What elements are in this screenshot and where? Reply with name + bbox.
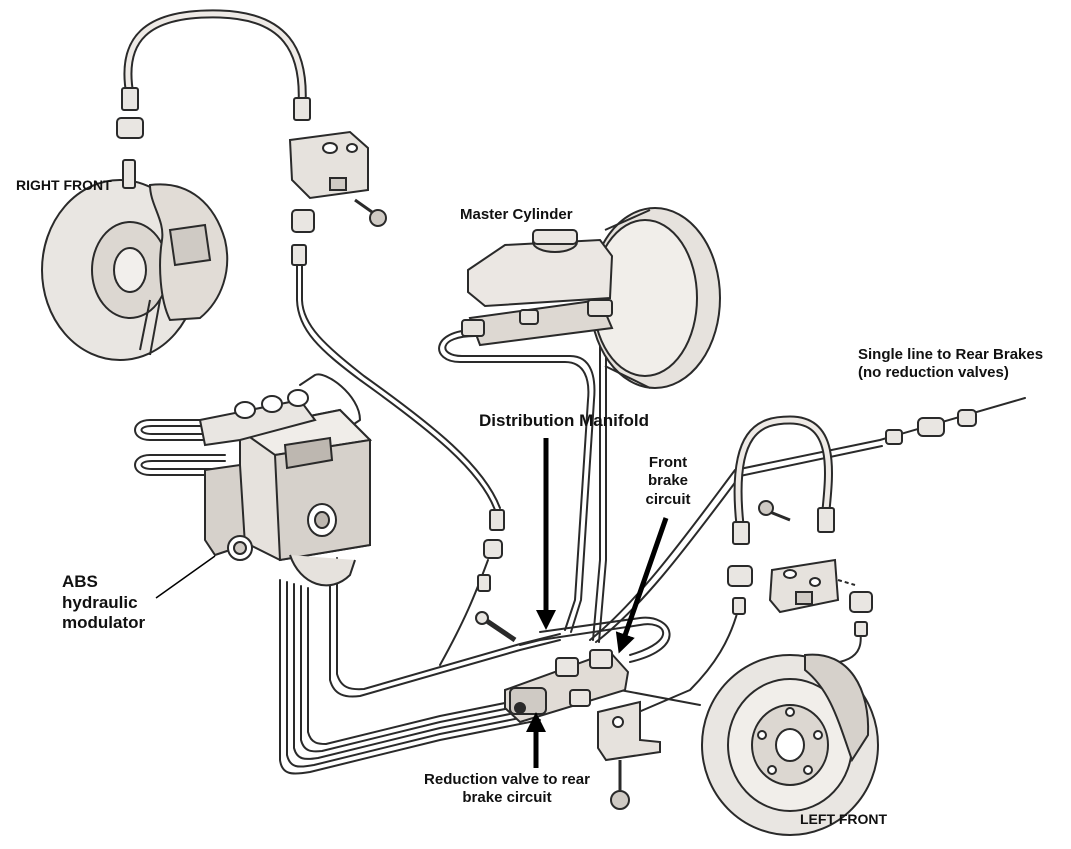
- abs-left-loops: [134, 373, 361, 476]
- label-front-brake-circuit: Front brake circuit: [645, 454, 691, 508]
- leader-abs-modulator: [155, 555, 216, 599]
- label-single-line-rear: Single line to Rear Brakes (no reduction…: [858, 346, 1044, 382]
- line-to-manifold: [439, 559, 489, 666]
- left-front-line-a: [619, 609, 739, 721]
- brake-booster: [589, 207, 721, 389]
- right-front-main-line: [296, 249, 496, 511]
- master-line-1: [438, 329, 590, 631]
- abs-modulator: [198, 389, 373, 587]
- left-front-hose-inner: [735, 417, 831, 528]
- rear-line-fittings: [885, 409, 977, 445]
- front-circuit-line: [519, 623, 665, 656]
- label-reduction-valve: Reduction valve to rear brake circuit: [424, 771, 590, 807]
- manifold-to-bracket: [619, 689, 701, 706]
- distribution-manifold: [475, 611, 630, 724]
- callouts: [155, 438, 669, 768]
- line-fittings-mid: [477, 509, 505, 592]
- label-distribution-manifold: Distribution Manifold: [479, 411, 649, 430]
- brake-lines: [84, 9, 1026, 775]
- master-line-4: [598, 319, 607, 643]
- front-circuit-line-b: [539, 616, 671, 663]
- label-abs-modulator: ABS hydraulic modulator: [62, 572, 146, 633]
- left-front-brake: [701, 653, 879, 836]
- master-line-3: [592, 319, 601, 641]
- right-front-fittings: [116, 87, 315, 266]
- master-line-2: [444, 335, 596, 633]
- left-front-fittings: [727, 507, 873, 637]
- right-front-brake: [41, 179, 229, 361]
- rear-single-line-b: [595, 445, 883, 643]
- right-front-hose-inner: [125, 11, 305, 108]
- right-front-main-line-b: [301, 249, 501, 509]
- label-master-cylinder: Master Cylinder: [460, 206, 573, 223]
- label-right-front: RIGHT FRONT: [16, 177, 112, 193]
- arrow-front-brake-circuit: [615, 517, 669, 654]
- master-cylinder-reservoir: [467, 238, 614, 308]
- left-front-caliper: [804, 653, 870, 763]
- right-front-bracket: [288, 130, 387, 227]
- left-front-bracket: [758, 500, 856, 614]
- manifold-bracket: [597, 700, 661, 810]
- rear-single-line: [589, 397, 1026, 641]
- label-left-front: LEFT FRONT: [800, 811, 888, 827]
- abs-line-bundle: [279, 557, 561, 775]
- master-cylinder: [461, 229, 614, 347]
